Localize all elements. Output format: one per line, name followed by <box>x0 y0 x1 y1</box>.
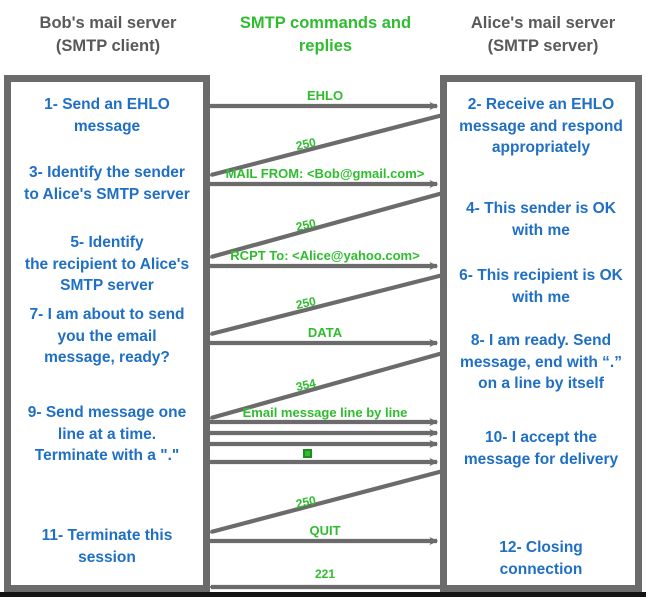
label-mail-from: MAIL FROM: <Bob@gmail.com> <box>225 166 425 181</box>
server-step-4: 4- This sender is OK with me <box>466 200 616 239</box>
arrow-250-rcpt-to <box>203 272 444 340</box>
client-step-9: 9- Send message one line at a time. Term… <box>27 404 187 464</box>
client-steps-list: 1- Send an EHLO message 3- Identify the … <box>11 82 203 585</box>
header-server-title: Alice's mail server (SMTP server) <box>470 14 616 55</box>
label-quit: QUIT <box>309 523 341 538</box>
client-step-7: 7- I am about to send you the email mess… <box>29 306 185 366</box>
header-channel-title: SMTP commands and replies <box>239 14 412 55</box>
label-rcpt-to: RCPT To: <Alice@yahoo.com> <box>230 248 420 263</box>
client-step-3: 3- Identify the sender to Alice's SMTP s… <box>24 164 190 203</box>
label-email-message: Email message line by line <box>242 405 408 420</box>
client-steps-panel: 1- Send an EHLO message 3- Identify the … <box>4 75 210 592</box>
server-steps-list: 2- Receive an EHLO message and respond a… <box>447 82 635 585</box>
message-exchange-channel: EHLO 250 MAIL FROM: <Bob@gmail.com> 250 … <box>203 75 447 592</box>
label-221: 221 <box>314 567 336 581</box>
header-client-title: Bob's mail server (SMTP client) <box>39 14 177 55</box>
client-step-1: 1- Send an EHLO message <box>44 96 170 135</box>
bottom-edge-strip <box>0 592 646 597</box>
server-step-6: 6- This recipient is OK with me <box>459 267 623 306</box>
arrow-250-ehlo <box>203 112 444 181</box>
arrow-354 <box>203 350 444 424</box>
message-arrows <box>203 101 444 592</box>
server-steps-panel: 2- Receive an EHLO message and respond a… <box>440 75 642 592</box>
server-step-12: 12- Closing connection <box>499 539 583 578</box>
server-step-8: 8- I am ready. Send message, end with “.… <box>460 332 622 392</box>
message-terminator-square-icon <box>303 449 312 458</box>
client-step-5: 5- Identify the recipient to Alice's SMT… <box>24 234 190 294</box>
arrow-250-message <box>203 468 444 538</box>
arrow-250-mail-from <box>203 190 444 263</box>
server-step-2: 2- Receive an EHLO message and respond a… <box>459 96 623 156</box>
label-ehlo: EHLO <box>306 88 344 103</box>
label-data: DATA <box>307 325 343 340</box>
server-step-10: 10- I accept the message for delivery <box>463 429 619 468</box>
client-step-11: 11- Terminate this session <box>41 527 173 566</box>
